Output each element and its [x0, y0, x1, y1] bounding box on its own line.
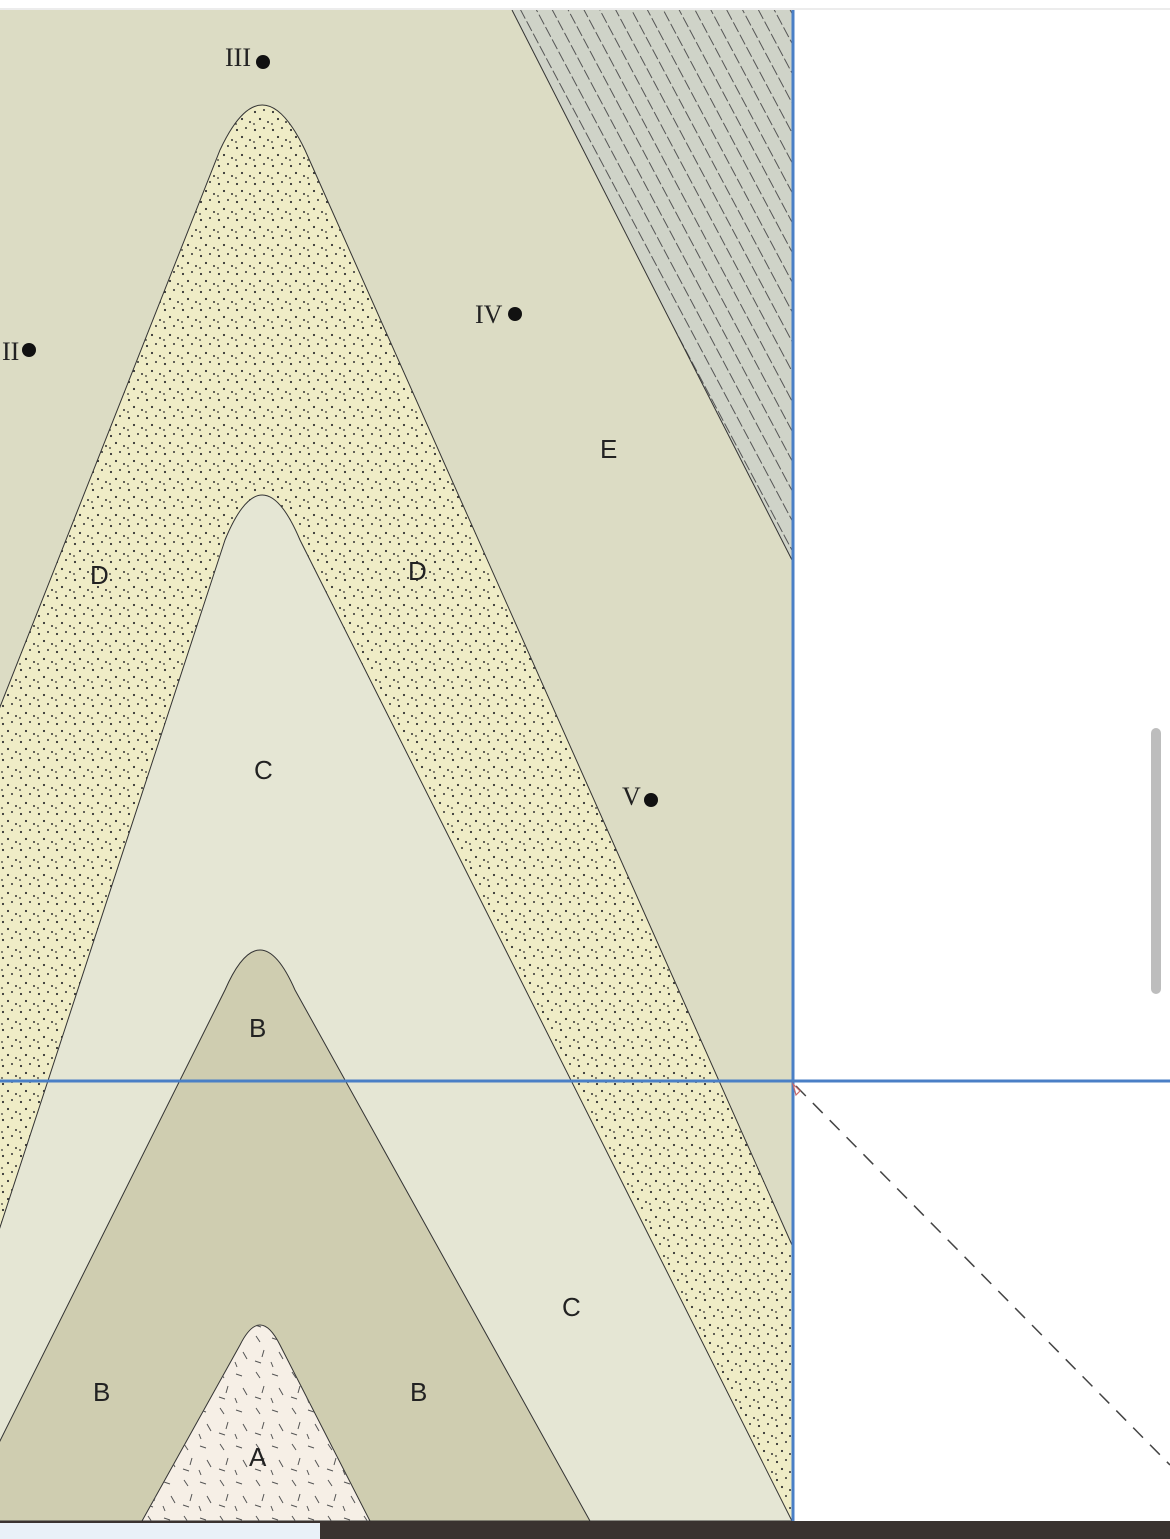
- point-III-label: III: [225, 43, 251, 72]
- scrollbar-thumb[interactable]: [1151, 728, 1161, 994]
- unit-label-B-right: B: [410, 1377, 427, 1407]
- point-V-label: V: [622, 782, 641, 811]
- point-IV-label: IV: [475, 300, 503, 329]
- projection-dashed-line: [795, 1085, 1170, 1466]
- unit-A-dashes: [142, 1325, 370, 1521]
- point-II: II: [2, 337, 36, 366]
- point-II-marker-icon: [22, 343, 36, 357]
- unit-label-D-right: D: [408, 556, 427, 586]
- point-IV-marker-icon: [508, 307, 522, 321]
- point-IV: IV: [475, 300, 522, 329]
- corner-marker: [791, 1081, 801, 1097]
- point-V-marker-icon: [644, 793, 658, 807]
- unit-label-C-upper: C: [254, 755, 273, 785]
- unit-label-A: A: [249, 1442, 267, 1472]
- unit-label-B-left: B: [93, 1377, 110, 1407]
- point-II-label: II: [2, 337, 19, 366]
- unit-label-D-left: D: [90, 560, 109, 590]
- point-III-marker-icon: [256, 55, 270, 69]
- unit-label-B-top: B: [249, 1013, 266, 1043]
- bottom-edge-highlight: [0, 1523, 320, 1539]
- unit-label-E: E: [600, 434, 617, 464]
- point-V: V: [622, 782, 658, 811]
- unit-B-area: [0, 949, 591, 1521]
- unit-label-C-lower: C: [562, 1292, 581, 1322]
- point-III: III: [225, 43, 270, 72]
- unit-F-contact: [511, 10, 792, 561]
